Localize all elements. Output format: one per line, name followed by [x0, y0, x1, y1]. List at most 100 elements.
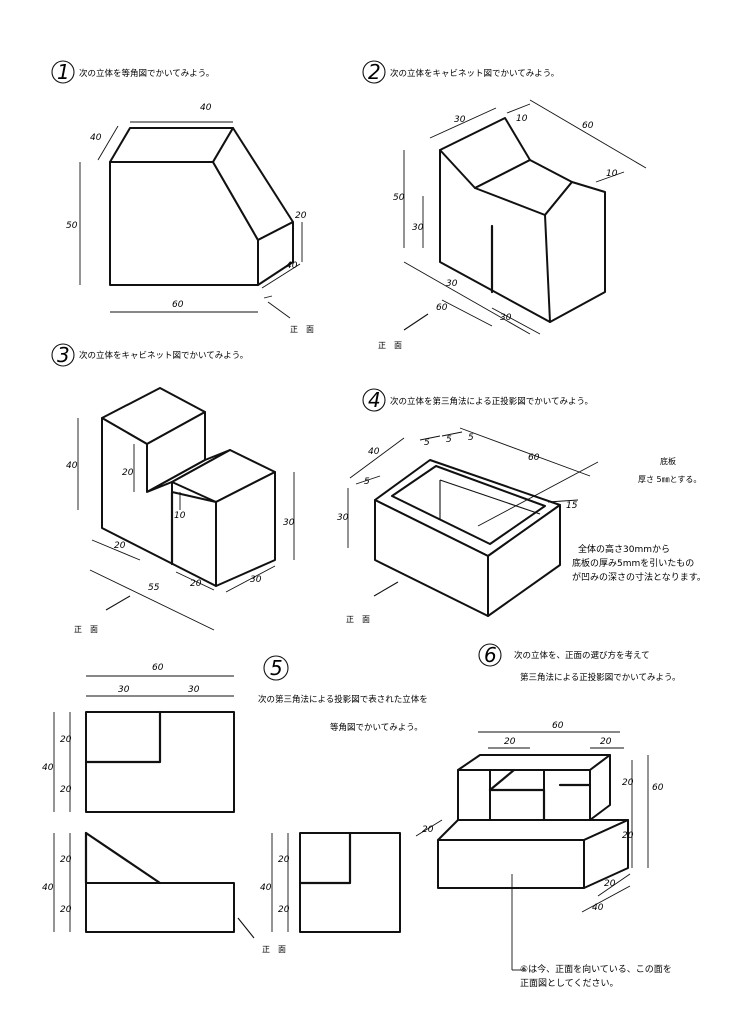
- p4-dim-right: 15: [566, 501, 578, 511]
- p6-dim-top: 60: [552, 721, 564, 731]
- p4-dim-side: 5: [364, 477, 370, 487]
- problem-6-instruction-2: 第三角法による正投影図でかいてみよう。: [520, 672, 680, 683]
- p5-dim-h20f: 20: [278, 905, 290, 915]
- problem-6-instruction-1: 次の立体を、正面の選び方を考えて: [514, 650, 650, 661]
- p1-dim-right-height: 20: [295, 211, 307, 221]
- problem-3-circle: [51, 343, 75, 367]
- p2-dim-b: 10: [516, 114, 528, 124]
- problem-4-instruction: 次の立体を第三角法による正投影図でかいてみよう。: [390, 396, 593, 407]
- p4-note-title: 底板: [660, 456, 676, 466]
- p3-dim-a: 20: [114, 541, 126, 551]
- problem-5-number: 5: [270, 656, 283, 680]
- problem-5-side-view: [298, 831, 401, 933]
- p3-dim-c: 20: [190, 579, 202, 589]
- problem-5-instruction-1: 次の第三角法による投影図で表された立体を: [258, 694, 428, 705]
- p5-dim-total: 60: [152, 663, 164, 673]
- problem-1: 1 次の立体を等角図でかいてみよう。 40 40 50 20 40 60 正 面: [51, 60, 314, 334]
- problem-4-dimensions: [347, 427, 599, 548]
- problem-6-circle: [478, 643, 502, 667]
- problem-5-dimensions: [53, 675, 289, 932]
- p6-dim-right20: 20: [600, 737, 612, 747]
- p1-dim-right-depth: 40: [286, 261, 298, 271]
- p5-dim-h20c: 20: [60, 855, 72, 865]
- p3-dim-inner: 20: [122, 468, 134, 478]
- p2-dim-c: 60: [582, 121, 594, 131]
- p1-dim-height: 50: [66, 221, 78, 231]
- p6-dim-d40: 40: [592, 903, 604, 913]
- problem-5: 5 次の第三角法による投影図で表された立体を 等角図でかいてみよう。: [42, 655, 428, 954]
- p3-dim-d: 30: [250, 575, 262, 585]
- p5-dim-h20d: 20: [60, 905, 72, 915]
- p6-note-line-1: ⑥は今、正面を向いている、この面を: [520, 963, 672, 975]
- problem-1-dimensions: [79, 121, 303, 319]
- p6-note-line-2: 正面図としてください。: [520, 978, 618, 989]
- p6-dim-left20: 20: [504, 737, 516, 747]
- problem-1-instruction: 次の立体を等角図でかいてみよう。: [79, 68, 214, 79]
- problem-3-number: 3: [57, 343, 70, 367]
- problem-4-solid: [374, 459, 561, 617]
- p6-dim-h60: 60: [652, 783, 664, 793]
- p3-dim-height: 40: [66, 461, 78, 471]
- p6-dim-h20a: 20: [622, 778, 634, 788]
- p5-front-label: 正 面: [262, 945, 286, 954]
- p4-note-line-2: 底板の厚み5mmを引いたもの: [572, 557, 694, 569]
- p4-note-line-3: が凹みの深さの寸法となります。: [572, 571, 706, 583]
- problem-4-number: 4: [368, 388, 381, 412]
- problem-2-instruction: 次の立体をキャビネット図でかいてみよう。: [390, 68, 559, 79]
- p1-dim-top: 40: [200, 103, 212, 113]
- problem-4: 4 次の立体を第三角法による正投影図でかいてみよう。 40 5 5 5 60 3…: [337, 388, 706, 624]
- p5-dim-h40a: 40: [42, 763, 54, 773]
- problem-2-circle: [362, 60, 386, 84]
- p4-dim-w3: 5: [468, 433, 474, 443]
- problem-5-instruction-2: 等角図でかいてみよう。: [330, 722, 423, 733]
- p1-dim-width: 60: [172, 300, 184, 310]
- p3-dim-step: 10: [174, 511, 186, 521]
- p2-dim-f: 30: [412, 223, 424, 233]
- problem-1-circle: [51, 60, 75, 84]
- p1-front-label: 正 面: [290, 325, 314, 334]
- problem-1-solid: [109, 127, 294, 286]
- p5-dim-h20b: 20: [60, 785, 72, 795]
- problem-4-circle: [362, 388, 386, 412]
- problem-2-dimensions: [403, 99, 647, 335]
- p2-dim-g: 30: [446, 279, 458, 289]
- p2-front-label: 正 面: [378, 341, 402, 350]
- p2-dim-i: 30: [500, 313, 512, 323]
- p5-dim-h40b: 40: [42, 883, 54, 893]
- p3-dim-b: 55: [148, 583, 160, 593]
- p2-dim-a: 30: [454, 115, 466, 125]
- p4-dim-height: 30: [337, 513, 349, 523]
- p4-note-body: 厚さ 5㎜とする。: [638, 475, 701, 484]
- p4-dim-w1: 5: [424, 438, 430, 448]
- p5-dim-half-left: 30: [118, 685, 130, 695]
- problem-2: 2 次の立体をキャビネット図でかいてみよう。 30 10 60 10 50 30…: [362, 60, 647, 350]
- p5-dim-half-right: 30: [188, 685, 200, 695]
- p4-note-line-1: 全体の高さ30mmから: [578, 543, 670, 555]
- p6-dim-d20: 20: [604, 879, 616, 889]
- p4-dim-w2: 5: [446, 435, 452, 445]
- problem-6: 6 次の立体を、正面の選び方を考えて 第三角法による正投影図でかいてみよう。: [415, 643, 680, 989]
- problem-2-number: 2: [368, 60, 381, 84]
- p2-dim-d: 10: [606, 169, 618, 179]
- problem-5-circle: [263, 655, 289, 681]
- problem-5-front-view: [84, 831, 235, 933]
- p4-dim-len: 60: [528, 453, 540, 463]
- p3-front-label: 正 面: [74, 625, 98, 634]
- p3-dim-right: 30: [283, 518, 295, 528]
- problem-6-dimensions: [415, 731, 649, 971]
- problem-3-dimensions: [77, 418, 295, 631]
- p1-dim-depth: 40: [90, 133, 102, 143]
- p5-dim-h20a: 20: [60, 735, 72, 745]
- problem-3: 3 次の立体をキャビネット図でかいてみよう。 40 20 10 30 20 55…: [51, 343, 295, 634]
- problem-2-solid: [439, 117, 606, 323]
- problem-5-top-view: [84, 710, 235, 813]
- p2-dim-h: 60: [436, 303, 448, 313]
- p5-dim-h20e: 20: [278, 855, 290, 865]
- problem-6-solid: [437, 754, 629, 889]
- p5-dim-h40c: 40: [260, 883, 272, 893]
- problem-6-number: 6: [484, 643, 497, 667]
- problem-3-solid: [101, 387, 276, 587]
- p6-dim-h20b: 20: [622, 831, 634, 841]
- problem-3-instruction: 次の立体をキャビネット図でかいてみよう。: [79, 350, 248, 361]
